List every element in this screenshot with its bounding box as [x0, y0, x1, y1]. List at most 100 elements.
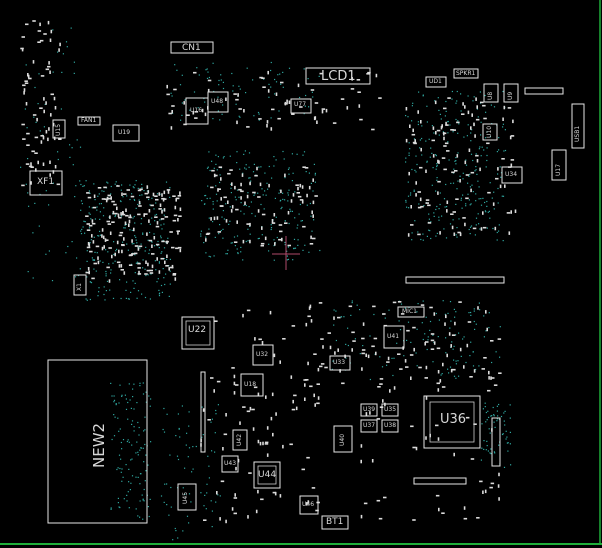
x1-outline[interactable]	[73, 274, 87, 296]
pad	[361, 352, 365, 355]
via	[478, 186, 480, 188]
via	[271, 177, 273, 179]
u22-outline[interactable]	[181, 316, 215, 350]
u41-outline[interactable]	[383, 325, 405, 349]
u17-outline[interactable]	[551, 149, 567, 181]
u19-outline[interactable]	[112, 124, 140, 142]
via	[343, 316, 345, 318]
via	[472, 100, 474, 102]
via	[494, 426, 496, 428]
u77-label: U77	[294, 101, 307, 108]
u33-outline[interactable]	[329, 355, 351, 371]
ud1-outline[interactable]	[425, 76, 447, 88]
u35-outline[interactable]	[381, 403, 399, 417]
pad	[47, 20, 50, 25]
pad	[146, 269, 151, 272]
via	[258, 113, 260, 115]
via	[453, 345, 455, 347]
via	[119, 279, 121, 281]
u44-outline[interactable]	[253, 461, 281, 489]
via	[292, 259, 294, 261]
u37-outline[interactable]	[360, 419, 378, 433]
via	[139, 449, 141, 451]
u43-outline[interactable]	[221, 455, 239, 473]
u8-outline[interactable]	[483, 83, 499, 103]
u46-outline[interactable]	[299, 495, 319, 515]
pad	[151, 253, 155, 255]
pad	[204, 112, 207, 117]
pad	[194, 117, 198, 119]
via	[276, 236, 278, 239]
via	[455, 203, 457, 205]
lcd1-label: LCD1	[321, 69, 356, 84]
u36-outline[interactable]	[423, 395, 481, 449]
pad	[367, 354, 370, 359]
via	[270, 227, 273, 229]
pad	[337, 348, 339, 352]
via	[496, 410, 498, 412]
pad	[420, 205, 424, 208]
via	[293, 238, 296, 240]
via	[142, 499, 144, 501]
via	[406, 206, 408, 208]
u32-outline[interactable]	[252, 344, 274, 366]
pad	[470, 171, 475, 174]
pad	[299, 199, 304, 201]
via	[140, 218, 143, 220]
via	[145, 401, 147, 403]
pad	[292, 193, 295, 197]
pad	[26, 144, 30, 146]
xf1-outline[interactable]	[29, 170, 63, 196]
via	[25, 183, 27, 185]
via	[163, 431, 166, 433]
pad	[257, 392, 260, 397]
fan1-outline[interactable]	[77, 116, 101, 126]
cn1-outline[interactable]	[170, 41, 214, 54]
pad	[488, 376, 490, 380]
u10-outline[interactable]	[482, 123, 498, 141]
lcd1-outline[interactable]	[305, 67, 371, 85]
mic1-outline[interactable]	[397, 306, 425, 318]
u9-outline[interactable]	[503, 83, 519, 103]
bt1-outline[interactable]	[321, 515, 349, 530]
u38-outline[interactable]	[381, 419, 399, 433]
via	[503, 466, 506, 468]
pad	[126, 189, 130, 191]
pad	[252, 427, 255, 431]
pad	[123, 271, 126, 275]
u42-outline[interactable]	[232, 429, 248, 451]
via	[144, 268, 146, 270]
via	[161, 228, 163, 230]
u34-outline[interactable]	[501, 166, 523, 184]
via	[110, 193, 112, 195]
u77-outline[interactable]	[290, 98, 312, 114]
u39-outline[interactable]	[360, 403, 378, 417]
via	[97, 195, 99, 197]
via	[127, 439, 129, 441]
via	[159, 219, 161, 221]
pad	[286, 99, 288, 104]
via	[103, 286, 105, 288]
new2-outline[interactable]	[47, 359, 148, 524]
pad	[341, 382, 345, 385]
via	[227, 249, 229, 251]
u45-outline[interactable]	[177, 483, 197, 511]
pad	[86, 246, 91, 249]
u18-outline[interactable]	[240, 373, 264, 397]
usb1-outline[interactable]	[571, 103, 585, 149]
via	[161, 251, 163, 253]
pad	[392, 301, 397, 304]
spkr1-outline[interactable]	[453, 68, 479, 79]
via	[477, 213, 479, 215]
u40-outline[interactable]	[333, 425, 353, 453]
u15-outline[interactable]	[52, 119, 66, 139]
via	[207, 455, 209, 457]
u16-outline[interactable]	[185, 97, 209, 125]
pad	[492, 202, 495, 206]
via	[125, 464, 127, 466]
pad	[425, 396, 428, 400]
via	[128, 468, 130, 470]
pad	[446, 150, 450, 152]
via	[499, 326, 501, 328]
